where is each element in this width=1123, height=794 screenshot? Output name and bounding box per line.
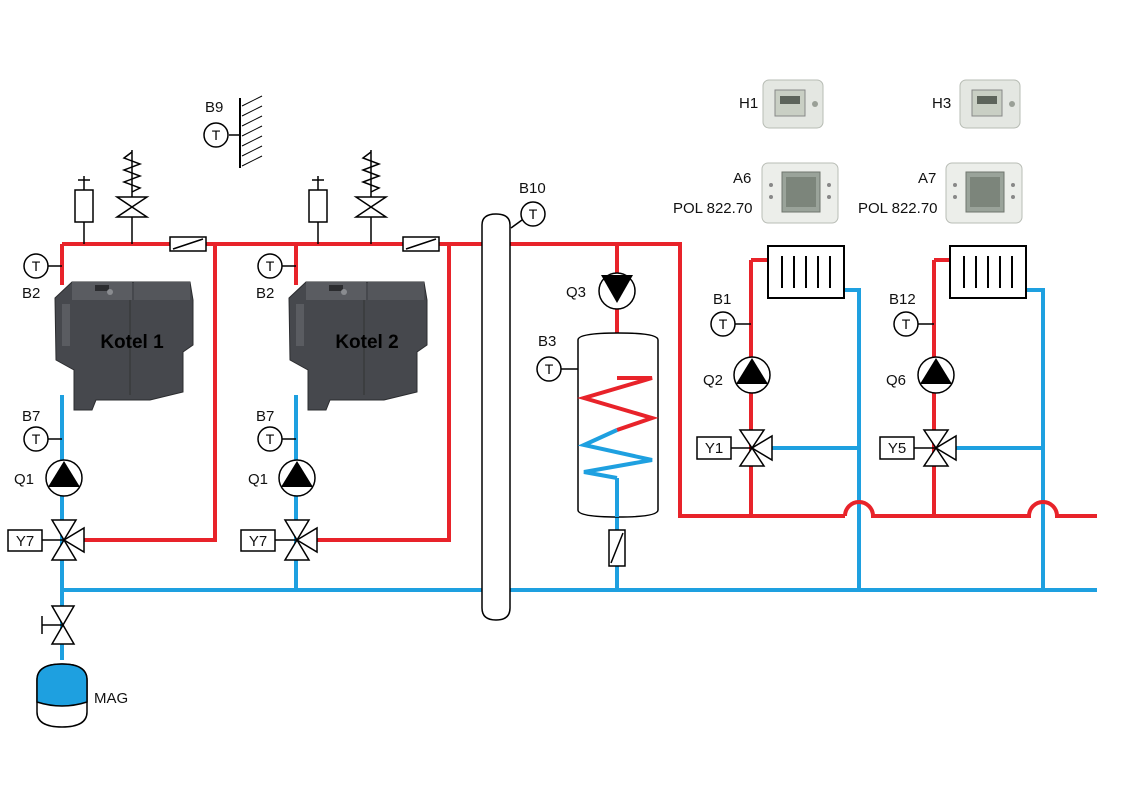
heating-circuit-2: H3 A7 POL 822.70 T B12	[858, 79, 1027, 467]
sensor-t-symbol: T	[545, 361, 554, 377]
label-h3: H3	[932, 95, 951, 112]
radiator-1	[767, 245, 845, 299]
label-y7-boiler-2: Y7	[249, 533, 267, 550]
actuator-icon	[240, 529, 276, 552]
label-b7-boiler-2: B7	[256, 408, 274, 425]
sensor-t-symbol: T	[719, 316, 728, 332]
label-pol-a7: POL 822.70	[858, 200, 938, 217]
label-q3: Q3	[566, 284, 586, 301]
label-b3: B3	[538, 333, 556, 350]
actuator-icon	[879, 436, 915, 460]
boiler-1: Kotel 1	[54, 281, 194, 411]
label-b7-boiler-1: B7	[22, 408, 40, 425]
outdoor-sensor-b9: T B9	[203, 95, 263, 168]
label-mag: MAG	[94, 690, 128, 707]
temperature-sensor-icon	[710, 311, 736, 337]
heating-circuit-1: H1 A6 POL 822.70 T B1	[673, 79, 845, 467]
safety-group-1	[74, 150, 207, 252]
temperature-sensor-icon	[23, 253, 49, 279]
boiler-2-sensors: T B2 T B7	[256, 253, 296, 452]
boiler-1-name: Kotel 1	[100, 332, 164, 353]
boiler-2-pump: Q1	[248, 459, 316, 497]
sensor-t-symbol: T	[266, 258, 275, 274]
label-a6: A6	[733, 170, 751, 187]
room-unit-h3: H3	[932, 79, 1021, 129]
boiler-2: Kotel 2	[288, 281, 428, 411]
label-y7-boiler-1: Y7	[16, 533, 34, 550]
label-b1: B1	[713, 291, 731, 308]
radiator-2	[949, 245, 1027, 299]
actuator-icon	[696, 436, 732, 460]
label-h1: H1	[739, 95, 758, 112]
boiler-1-sensors: T B2 T B7	[22, 253, 62, 452]
label-b10: B10	[519, 180, 546, 197]
label-q2: Q2	[703, 372, 723, 389]
sensor-t-symbol: T	[902, 316, 911, 332]
label-a7: A7	[918, 170, 936, 187]
temperature-sensor-icon	[257, 253, 283, 279]
label-b9: B9	[205, 99, 223, 116]
room-unit-h1: H1	[739, 79, 824, 129]
boiler-2-mixing-valve: Y7	[240, 519, 318, 561]
temperature-sensor-icon	[23, 426, 49, 452]
label-y5: Y5	[888, 440, 906, 457]
temperature-sensor-icon	[257, 426, 283, 452]
label-b2-boiler-1: B2	[22, 285, 40, 302]
sensor-t-symbol: T	[32, 431, 41, 447]
label-b12: B12	[889, 291, 916, 308]
label-y1: Y1	[705, 440, 723, 457]
sensor-t-symbol: T	[212, 127, 221, 143]
temperature-sensor-icon	[203, 122, 229, 148]
temperature-sensor-icon	[536, 356, 562, 382]
label-pol-a6: POL 822.70	[673, 200, 753, 217]
hydraulic-separator	[481, 213, 523, 621]
temperature-sensor-icon	[893, 311, 919, 337]
boiler-1-pump: Q1	[14, 459, 83, 497]
expansion-vessel: MAG	[36, 663, 128, 728]
temperature-sensor-icon	[520, 201, 546, 227]
controller-a7: A7 POL 822.70	[858, 162, 1023, 224]
sensor-t-symbol: T	[32, 258, 41, 274]
dhw-section: Q3 T B3	[536, 272, 659, 567]
boiler-2-name: Kotel 2	[335, 332, 398, 353]
actuator-icon	[7, 529, 43, 552]
controller-a6: A6 POL 822.70	[673, 162, 839, 224]
sensor-t-symbol: T	[529, 206, 538, 222]
label-q1-boiler-1: Q1	[14, 471, 34, 488]
label-q6: Q6	[886, 372, 906, 389]
safety-group-2	[308, 150, 440, 252]
sensor-t-symbol: T	[266, 431, 275, 447]
label-b2-boiler-2: B2	[256, 285, 274, 302]
separator-sensor-b10: T B10	[519, 180, 546, 227]
label-q1-boiler-2: Q1	[248, 471, 268, 488]
boiler-1-mixing-valve: Y7	[7, 519, 85, 561]
shutoff-valve	[41, 605, 76, 645]
